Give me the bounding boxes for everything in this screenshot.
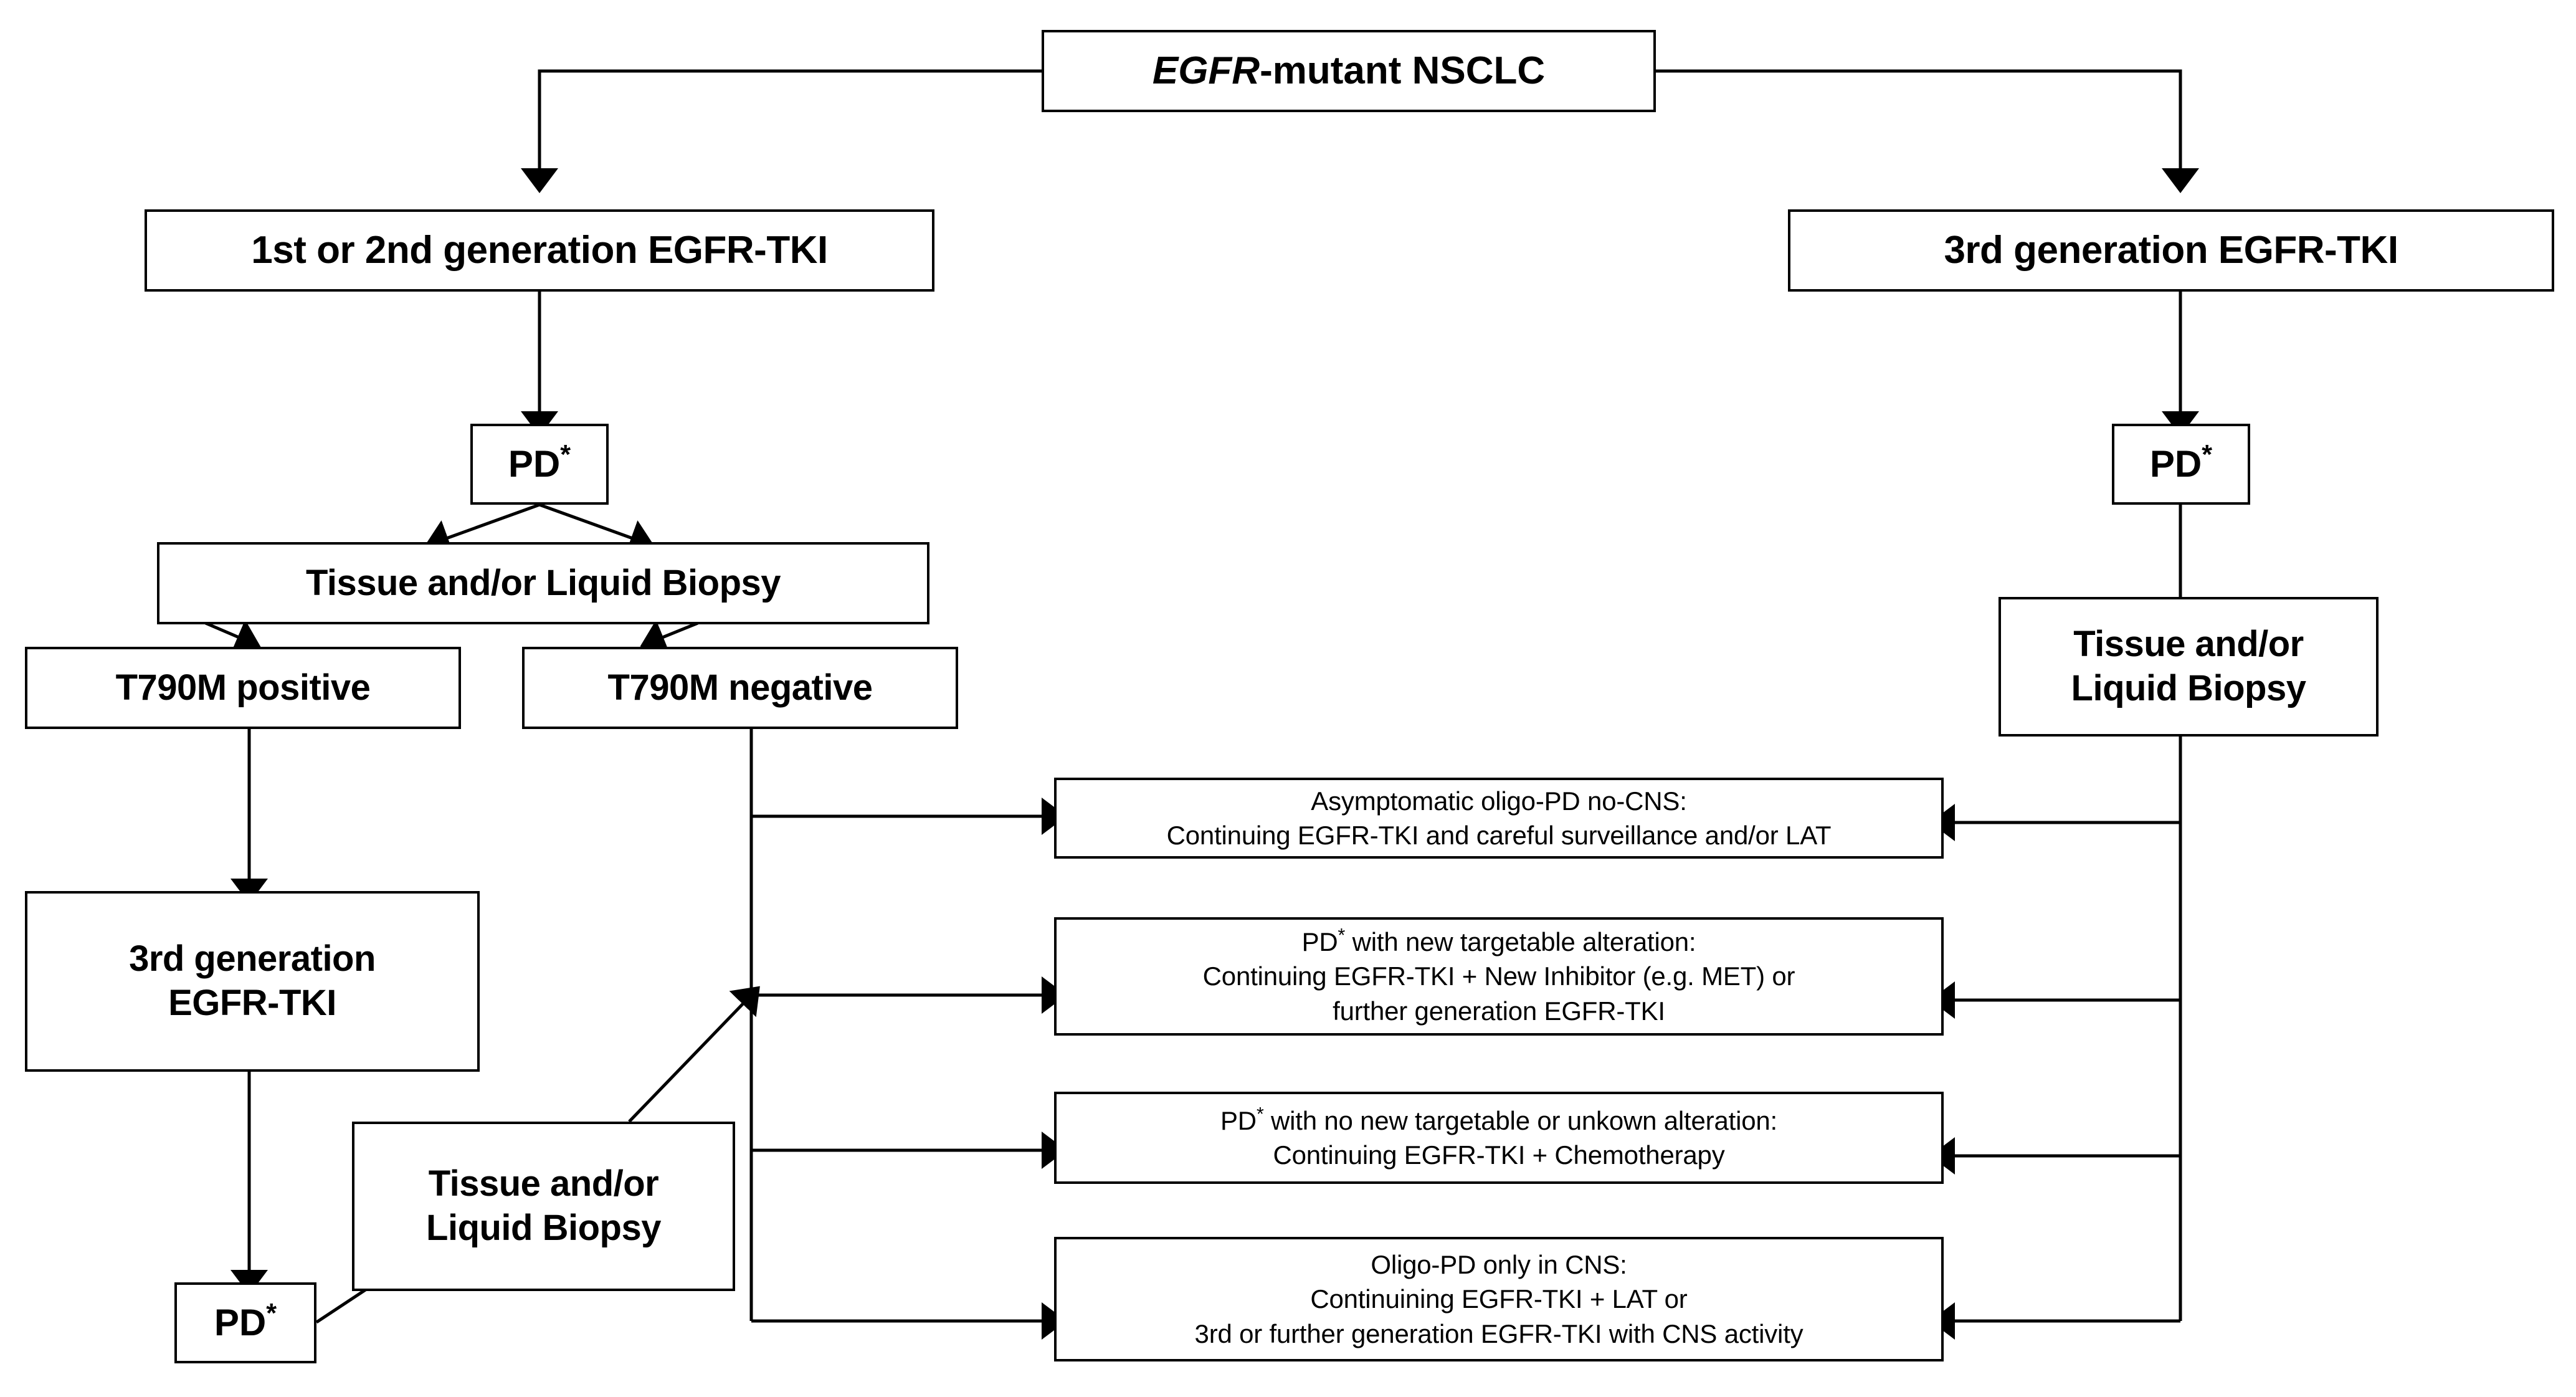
asterisk-marker: *: [1256, 1104, 1264, 1125]
node-label: PD*: [214, 1299, 277, 1344]
node-title-emphasis: EGFR: [1152, 49, 1260, 93]
node-label: 3rd generation EGFR-TKI: [1944, 229, 2398, 272]
asterisk-marker: *: [2202, 440, 2213, 470]
asterisk-marker: *: [560, 440, 571, 470]
node-outcome-pd-no-new-targetable-alteration[interactable]: PD* with no new targetable or unkown alt…: [1054, 1092, 1944, 1184]
edge-title-to-right-tki: [1655, 69, 2199, 193]
node-label: T790M negative: [607, 667, 873, 708]
node-right-tissue-liquid-biopsy[interactable]: Tissue and/or Liquid Biopsy: [1999, 597, 2379, 737]
outcome-line-2: Continuining EGFR-TKI + LAT or: [1310, 1284, 1688, 1314]
node-t790m-negative[interactable]: T790M negative: [522, 647, 958, 729]
outcome-line-1: Oligo-PD only in CNS:: [1371, 1249, 1627, 1279]
node-egfr-mutant-nsclc[interactable]: EGFR-mutant NSCLC: [1042, 30, 1656, 112]
asterisk-marker: *: [266, 1299, 277, 1329]
node-left-3rd-generation-egfr-tki[interactable]: 3rd generation EGFR-TKI: [25, 891, 480, 1072]
node-label-line1: 3rd generation: [129, 938, 376, 980]
outcome-line-1: Asymptomatic oligo-PD no-CNS:: [1311, 786, 1687, 816]
node-label-line2: Liquid Biopsy: [2071, 668, 2306, 708]
node-label: T790M positive: [115, 667, 371, 708]
node-lower-tissue-liquid-biopsy[interactable]: Tissue and/or Liquid Biopsy: [352, 1122, 735, 1291]
outcome-line-1: PD* with new targetable alteration:: [1301, 925, 1696, 956]
node-label-line2: Liquid Biopsy: [426, 1208, 661, 1248]
node-left-pd[interactable]: PD*: [470, 424, 609, 505]
edge-pd-to-biopsy-left: [424, 503, 540, 556]
outcome-line-1: PD* with no new targetable or unkown alt…: [1220, 1104, 1778, 1135]
node-right-3rd-generation-egfr-tki[interactable]: 3rd generation EGFR-TKI: [1788, 209, 2554, 292]
edge-pd-to-biopsy-right: [539, 503, 655, 556]
outcome-line-2: Continuing EGFR-TKI + Chemotherapy: [1273, 1140, 1725, 1170]
node-label: 1st or 2nd generation EGFR-TKI: [251, 229, 828, 272]
edge-biopsy2-to-trunk: [628, 986, 760, 1123]
node-left-tissue-liquid-biopsy[interactable]: Tissue and/or Liquid Biopsy: [157, 542, 929, 624]
edge-biopsy-to-t790m-positive: [205, 619, 261, 654]
outcome-line-3: 3rd or further generation EGFR-TKI with …: [1194, 1318, 1804, 1348]
node-lower-left-pd[interactable]: PD*: [174, 1282, 316, 1363]
node-label-line1: Tissue and/or: [2073, 624, 2304, 665]
asterisk-marker: *: [1338, 925, 1346, 946]
node-label: Tissue and/or Liquid Biopsy: [305, 562, 781, 603]
node-label: PD*: [508, 440, 571, 485]
node-label: PD*: [2149, 440, 2213, 485]
node-label-line1: Tissue and/or: [428, 1163, 659, 1204]
node-t790m-positive[interactable]: T790M positive: [25, 647, 461, 729]
node-outcome-pd-new-targetable-alteration[interactable]: PD* with new targetable alteration: Cont…: [1054, 917, 1944, 1036]
node-outcome-oligo-pd-only-in-cns[interactable]: Oligo-PD only in CNS: Continuining EGFR-…: [1054, 1237, 1944, 1361]
node-1st-2nd-generation-egfr-tki[interactable]: 1st or 2nd generation EGFR-TKI: [145, 209, 934, 292]
node-title-rest: -mutant NSCLC: [1260, 49, 1546, 93]
node-outcome-asymptomatic-oligo-pd-no-cns[interactable]: Asymptomatic oligo-PD no-CNS: Continuing…: [1054, 778, 1944, 859]
edge-biopsy-to-t790m-negative: [640, 619, 698, 655]
node-title-text: EGFR-mutant NSCLC: [1153, 47, 1545, 95]
outcome-line-3: further generation EGFR-TKI: [1333, 996, 1665, 1026]
node-right-pd[interactable]: PD*: [2112, 424, 2250, 505]
outcome-line-2: Continuing EGFR-TKI and careful surveill…: [1166, 821, 1832, 850]
edge-title-to-left-tki: [521, 69, 1042, 193]
outcome-line-2: Continuing EGFR-TKI + New Inhibitor (e.g…: [1202, 961, 1795, 991]
node-label-line2: EGFR-TKI: [168, 983, 336, 1023]
